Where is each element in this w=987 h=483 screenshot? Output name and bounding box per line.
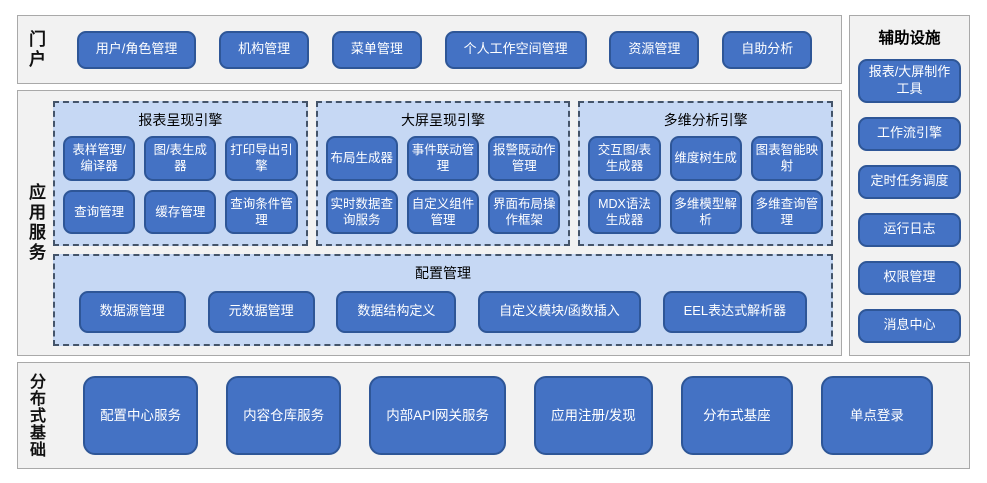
- app-services-section-label: 应用服务: [26, 183, 45, 263]
- node-permission-management: 权限管理: [858, 260, 961, 295]
- node-datasource-management: 数据源管理: [78, 290, 186, 333]
- portal-node-row: 用户/角色管理 机构管理 菜单管理 个人工作空间管理 资源管理 自助分析: [48, 16, 841, 83]
- config-management-row: 数据源管理 元数据管理 数据结构定义 自定义模块/函数插入 EEL表达式解析器: [63, 289, 823, 334]
- distributed-base-section: 分布式基础 配置中心服务 内容仓库服务 内部API网关服务 应用注册/发现 分布…: [17, 362, 970, 469]
- auxiliary-node-column: 报表/大屏制作工具 工作流引擎 定时任务调度 运行日志 权限管理 消息中心: [858, 59, 961, 343]
- report-engine-grid: 表样管理/编译器 图/表生成器 打印导出引擎 查询管理 缓存管理 查询条件管理: [63, 136, 298, 234]
- node-query-management: 查询管理: [63, 189, 136, 234]
- multidim-engine-panel-title: 多维分析引擎: [663, 112, 748, 128]
- node-resource-management: 资源管理: [609, 30, 700, 69]
- node-data-structure-definition: 数据结构定义: [336, 290, 457, 333]
- node-distributed-base: 分布式基座: [680, 376, 793, 455]
- node-self-service-analysis: 自助分析: [722, 30, 813, 69]
- node-scheduled-task-dispatch: 定时任务调度: [858, 164, 961, 199]
- node-cache-management: 缓存管理: [144, 189, 217, 234]
- node-chart-smart-mapping: 图表智能映射: [750, 136, 824, 181]
- node-app-registration-discovery: 应用注册/发现: [534, 376, 653, 455]
- node-run-log: 运行日志: [858, 212, 961, 247]
- node-metadata-management: 元数据管理: [207, 290, 315, 333]
- node-menu-management: 菜单管理: [331, 30, 422, 69]
- node-mdx-syntax-generator: MDX语法生成器: [588, 189, 661, 234]
- app-services-content: 报表呈现引擎 表样管理/编译器 图/表生成器 打印导出引擎 查询管理 缓存管理 …: [48, 91, 841, 355]
- bigscreen-engine-panel-title: 大屏呈现引擎: [401, 112, 485, 128]
- portal-section: 门户 用户/角色管理 机构管理 菜单管理 个人工作空间管理 资源管理 自助分析: [17, 15, 842, 84]
- node-interactive-chart-generator: 交互图/表生成器: [588, 136, 661, 181]
- node-multidim-model-parsing: 多维模型解析: [669, 189, 742, 234]
- node-org-management: 机构管理: [219, 30, 310, 69]
- config-management-panel-title: 配置管理: [415, 265, 471, 281]
- bigscreen-engine-panel: 大屏呈现引擎 布局生成器 事件联动管理 报警既动作管理 实时数据查询服务 自定义…: [315, 101, 571, 246]
- node-ui-layout-framework: 界面布局操作框架: [488, 189, 561, 234]
- report-engine-panel: 报表呈现引擎 表样管理/编译器 图/表生成器 打印导出引擎 查询管理 缓存管理 …: [53, 101, 308, 246]
- node-chart-table-generator: 图/表生成器: [144, 136, 217, 181]
- node-workflow-engine: 工作流引擎: [858, 116, 961, 151]
- node-print-export-engine: 打印导出引擎: [225, 136, 298, 181]
- node-multidim-query-management: 多维查询管理: [750, 189, 824, 234]
- node-content-repository-service: 内容仓库服务: [226, 376, 342, 455]
- node-report-bigscreen-authoring-tool: 报表/大屏制作工具: [858, 59, 961, 103]
- node-layout-generator: 布局生成器: [325, 136, 398, 181]
- multidim-engine-panel: 多维分析引擎 交互图/表生成器 维度树生成 图表智能映射 MDX语法生成器 多维…: [578, 101, 834, 246]
- node-message-center: 消息中心: [858, 308, 961, 343]
- node-user-role-management: 用户/角色管理: [76, 30, 197, 69]
- engine-panels: 报表呈现引擎 表样管理/编译器 图/表生成器 打印导出引擎 查询管理 缓存管理 …: [53, 101, 834, 246]
- node-eel-expression-parser: EEL表达式解析器: [662, 290, 808, 333]
- config-management-panel: 配置管理 数据源管理 元数据管理 数据结构定义 自定义模块/函数插入 EEL表达…: [53, 254, 833, 346]
- auxiliary-facilities-title: 辅助设施: [878, 30, 941, 47]
- node-single-sign-on: 单点登录: [820, 376, 933, 455]
- node-custom-module-function-insert: 自定义模块/函数插入: [478, 290, 641, 333]
- node-realtime-data-query-service: 实时数据查询服务: [325, 189, 398, 234]
- node-event-linkage-management: 事件联动管理: [406, 136, 480, 181]
- node-internal-api-gateway-service: 内部API网关服务: [369, 376, 506, 455]
- node-custom-component-management: 自定义组件管理: [406, 189, 480, 234]
- node-personal-workspace-management: 个人工作空间管理: [444, 30, 587, 69]
- node-dimension-tree-generation: 维度树生成: [669, 136, 742, 181]
- report-engine-panel-title: 报表呈现引擎: [138, 112, 223, 128]
- multidim-engine-grid: 交互图/表生成器 维度树生成 图表智能映射 MDX语法生成器 多维模型解析 多维…: [588, 136, 824, 234]
- node-alarm-action-management: 报警既动作管理: [488, 136, 561, 181]
- app-services-section: 应用服务 报表呈现引擎 表样管理/编译器 图/表生成器 打印导出引擎 查询管理 …: [17, 90, 842, 356]
- auxiliary-facilities-section: 辅助设施 报表/大屏制作工具 工作流引擎 定时任务调度 运行日志 权限管理 消息…: [849, 15, 970, 356]
- node-query-condition-management: 查询条件管理: [225, 189, 298, 234]
- distributed-node-row: 配置中心服务 内容仓库服务 内部API网关服务 应用注册/发现 分布式基座 单点…: [47, 363, 969, 468]
- distributed-base-section-label: 分布式基础: [27, 373, 44, 458]
- bigscreen-engine-grid: 布局生成器 事件联动管理 报警既动作管理 实时数据查询服务 自定义组件管理 界面…: [325, 136, 561, 234]
- node-config-center-service: 配置中心服务: [83, 376, 199, 455]
- node-report-style-compiler: 表样管理/编译器: [63, 136, 136, 181]
- portal-section-label: 门户: [26, 29, 45, 70]
